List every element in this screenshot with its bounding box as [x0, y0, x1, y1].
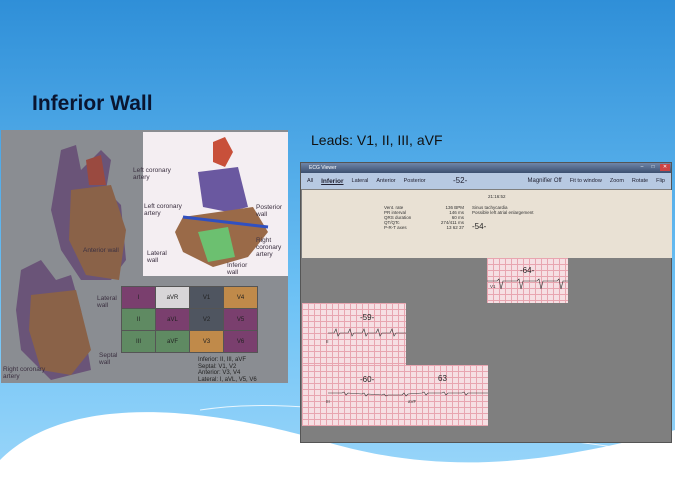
rotate-button[interactable]: Rotate [631, 178, 649, 184]
grid-cell: III [121, 330, 156, 353]
measure-value: 274/411 ms [440, 220, 464, 225]
grid-cell: V1 [189, 286, 224, 309]
zoom-button[interactable]: Zoom [609, 178, 624, 184]
close-button[interactable]: ✕ [660, 164, 670, 171]
label-lateral-wall-2: Lateral wall [97, 295, 117, 309]
ecg-strip-iii-avf: -60- 63 III aVF [302, 365, 488, 426]
marker-64: -64- [520, 266, 535, 275]
fit-to-window-button[interactable]: Fit to window [569, 178, 602, 184]
measure-label: P-R-T axes [384, 225, 407, 230]
legend-lateral: Lateral: I, aVL, V5, V6 [198, 376, 257, 383]
slide-title: Inferior Wall [32, 92, 153, 115]
label-left-coronary-artery: Left coronary artery [133, 167, 171, 181]
lead-label-avf: aVF [408, 399, 417, 404]
grid-cell: I [121, 286, 156, 309]
label-left-coronary-artery-text: Left coronary artery [133, 167, 171, 181]
label-lateral-wall: Lateral wall [147, 250, 167, 264]
grid-cell: aVL [155, 308, 190, 331]
measure-label: QRS duration [384, 215, 412, 220]
window-titlebar: ECG Viewer – □ ✕ [301, 163, 671, 173]
legend-inferior: Inferior: II, III, aVF [198, 357, 247, 363]
heart-diagram-image: Left coronary artery Anterior wall Left … [1, 130, 288, 383]
marker-60: -60- [360, 375, 375, 384]
legend-septal: Septal: V1, V2 [198, 363, 237, 370]
tab-anterior[interactable]: Anterior [376, 178, 396, 184]
window-title: ECG Viewer [309, 165, 337, 171]
measure-label: PR interval [384, 210, 407, 215]
measure-value: 60 ms [451, 215, 464, 220]
grid-cell: V4 [223, 286, 258, 309]
toolbar: All Inferior Lateral Anterior Posterior … [301, 173, 671, 189]
ecg-strip-v1: -64- V1 [487, 258, 568, 303]
maximize-button[interactable]: □ [651, 164, 655, 170]
measure-value: 13 62 37 [446, 225, 464, 230]
label-right-coronary-artery-2: Right coronary artery [3, 366, 46, 380]
grid-cell: V6 [223, 330, 258, 353]
lead-territory-legend: Inferior: II, III, aVF Septal: V1, V2 An… [198, 357, 257, 383]
grid-cell: V5 [223, 308, 258, 331]
magnifier-toggle[interactable]: Magnifier Off [527, 178, 562, 184]
tab-inferior[interactable]: Inferior [321, 177, 344, 185]
measure-label: Vent. rate [384, 205, 404, 210]
heart-illustrations [16, 145, 126, 380]
report-time: 21:16:52 [488, 194, 506, 199]
legend-anterior: Anterior: V3, V4 [198, 370, 241, 376]
ecg-strip-ii: -59- II [302, 303, 406, 365]
marker-59: -59- [360, 313, 375, 322]
label-right-coronary-artery: Right coronary artery [256, 237, 282, 258]
lead-label-iii: III [326, 399, 330, 404]
measure-value: 146 ms [449, 210, 464, 215]
tab-lateral[interactable]: Lateral [351, 178, 369, 184]
label-posterior-wall: Posterior wall [256, 204, 283, 218]
lead-label-v1: V1 [490, 284, 496, 289]
marker-54: -54- [472, 222, 487, 231]
label-inferior-wall: Inferior wall [227, 262, 248, 276]
grid-cell: II [121, 308, 156, 331]
label-septal-wall: Septal wall [99, 352, 118, 366]
interpretation-line: Possible left atrial enlargement [472, 210, 534, 215]
label-left-coronary-artery-2: Left coronary artery [144, 203, 182, 217]
ecg-viewer-window: ECG Viewer – □ ✕ All Inferior Lateral An… [300, 162, 672, 443]
tab-all[interactable]: All [307, 178, 314, 184]
marker-52: -52- [453, 176, 468, 185]
measure-value: 136 BPM [445, 205, 464, 210]
minimize-button[interactable]: – [640, 164, 644, 170]
measure-label: QT/QTc [384, 220, 400, 225]
grid-cell: aVF [155, 330, 190, 353]
slide-subtitle: Leads: V1, II, III, aVF [311, 132, 443, 148]
grid-cell: V3 [189, 330, 224, 353]
inferior-heart-panel [143, 132, 288, 276]
interpretation-line: Sinus tachycardia [472, 205, 508, 210]
label-anterior-wall: Anterior wall [83, 247, 119, 254]
tab-posterior[interactable]: Posterior [403, 178, 426, 184]
lead-label-ii: II [326, 339, 329, 344]
flip-button[interactable]: Flip [656, 178, 665, 184]
grid-cell: V2 [189, 308, 224, 331]
marker-63: 63 [438, 374, 447, 383]
grid-cell: aVR [155, 286, 190, 309]
